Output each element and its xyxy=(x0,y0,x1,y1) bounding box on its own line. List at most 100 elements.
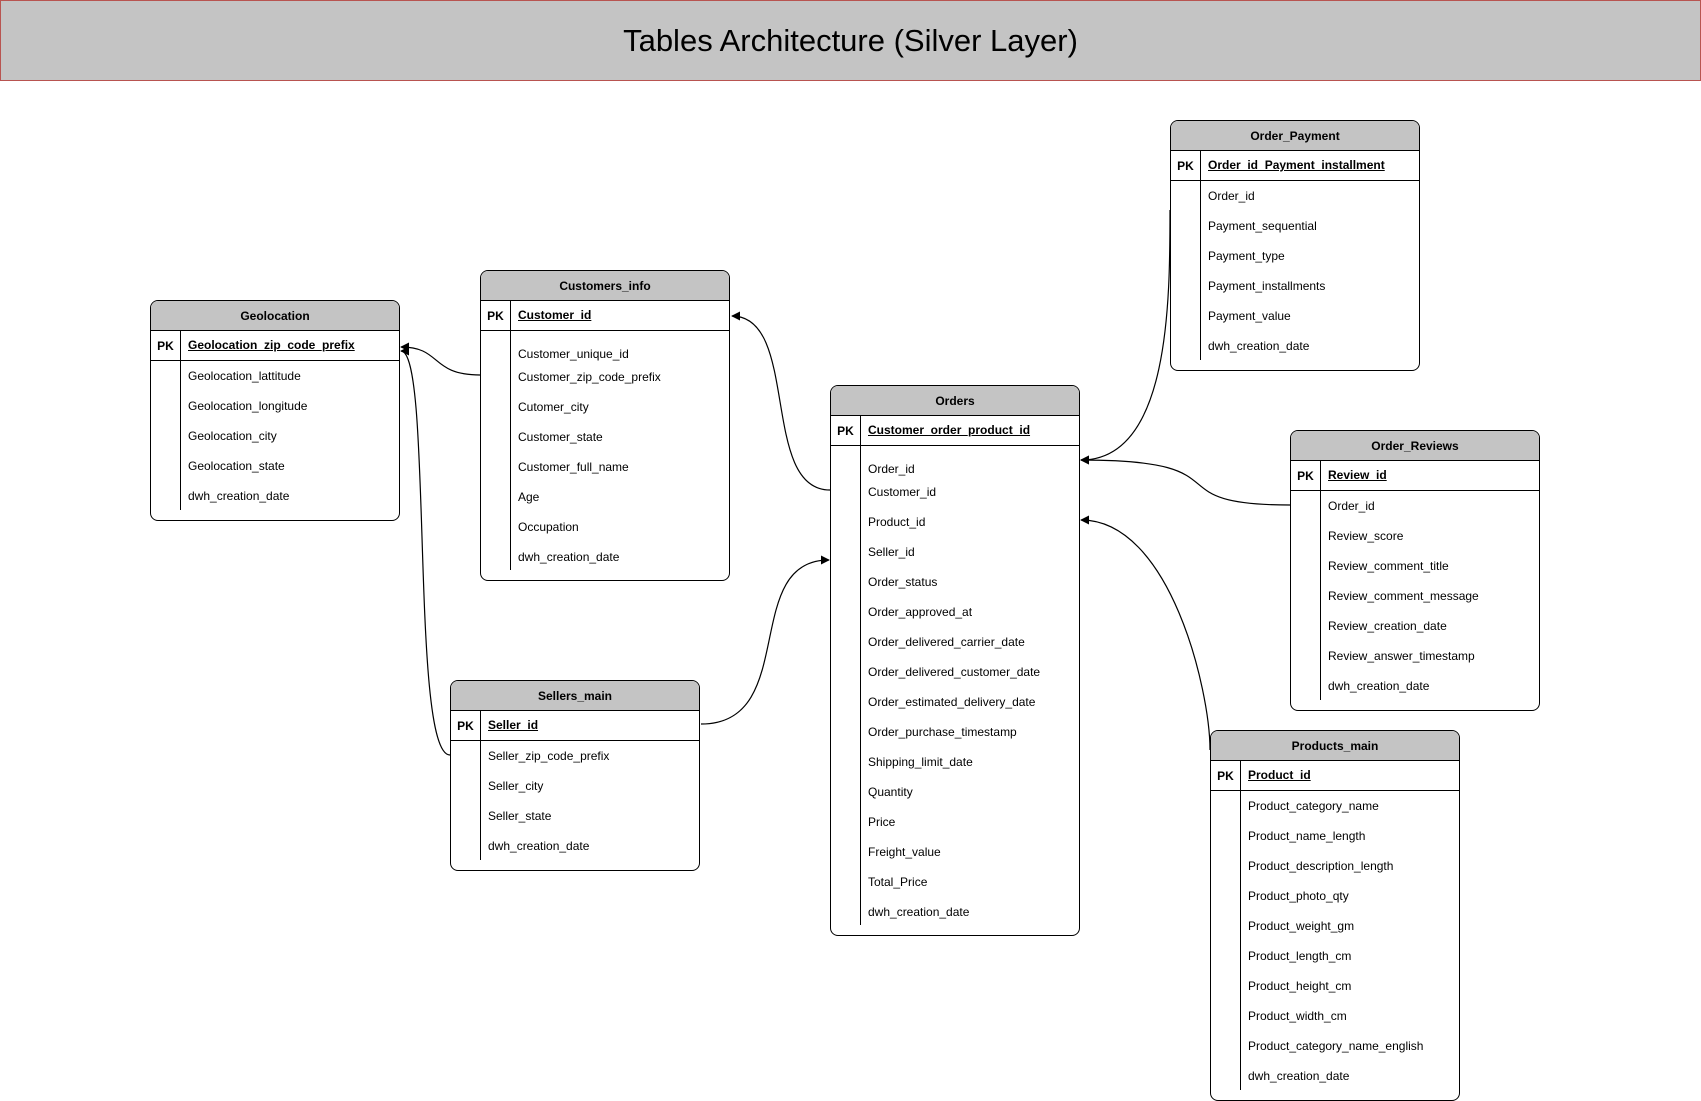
field: Customer_zip_code_prefix xyxy=(518,370,661,384)
table-order-reviews[interactable]: Order_Reviews PK Review_id Order_id Revi… xyxy=(1290,430,1540,711)
pk-label: PK xyxy=(831,416,861,445)
field: Product_photo_qty xyxy=(1248,889,1349,903)
field: Order_estimated_delivery_date xyxy=(868,695,1036,709)
diagram-title-bar: Tables Architecture (Silver Layer) xyxy=(0,0,1701,81)
field: Order_id xyxy=(868,462,915,476)
table-products-main[interactable]: Products_main PK Product_id Product_cate… xyxy=(1210,730,1460,1101)
primary-key-row: PK Geolocation_zip_code_prefix xyxy=(151,331,399,361)
primary-key-row: PK Customer_order_product_id xyxy=(831,416,1079,446)
field: dwh_creation_date xyxy=(488,839,590,853)
field: Seller_city xyxy=(488,779,544,793)
field: Payment_sequential xyxy=(1208,219,1317,233)
field: dwh_creation_date xyxy=(1208,339,1310,353)
field: Customer_unique_id xyxy=(518,347,629,361)
table-header: Order_Payment xyxy=(1171,121,1419,151)
field: Payment_value xyxy=(1208,309,1291,323)
field-list: Seller_zip_code_prefix Seller_city Selle… xyxy=(451,741,699,870)
pk-field: Customer_id xyxy=(518,308,592,322)
field-list: Product_category_name Product_name_lengt… xyxy=(1211,791,1459,1100)
field: Customer_state xyxy=(518,430,603,444)
table-sellers-main[interactable]: Sellers_main PK Seller_id Seller_zip_cod… xyxy=(450,680,700,871)
field: Quantity xyxy=(868,785,913,799)
field: Review_creation_date xyxy=(1328,619,1447,633)
pk-field: Review_id xyxy=(1328,468,1387,482)
field: Geolocation_longitude xyxy=(188,399,308,413)
field: Review_comment_title xyxy=(1328,559,1449,573)
field: Geolocation_lattitude xyxy=(188,369,301,383)
pk-field: Geolocation_zip_code_prefix xyxy=(188,338,355,352)
table-header: Order_Reviews xyxy=(1291,431,1539,461)
field: Order_id xyxy=(1208,189,1255,203)
field: Payment_type xyxy=(1208,249,1285,263)
field-list: Geolocation_lattitude Geolocation_longit… xyxy=(151,361,399,520)
field: Order_purchase_timestamp xyxy=(868,725,1017,739)
pk-label: PK xyxy=(451,711,481,740)
field: Product_category_name_english xyxy=(1248,1039,1424,1053)
field: Product_category_name xyxy=(1248,799,1379,813)
field: Customer_id xyxy=(868,485,937,499)
diagram-title: Tables Architecture (Silver Layer) xyxy=(623,22,1078,58)
field: Price xyxy=(868,815,896,829)
link-payment-to-orders xyxy=(1080,209,1171,465)
field-list: Customer_unique_id Customer_zip_code_pre… xyxy=(481,331,729,580)
pk-label: PK xyxy=(1291,461,1321,490)
field: Order_status xyxy=(868,575,938,589)
field: Shipping_limit_date xyxy=(868,755,973,769)
table-orders[interactable]: Orders PK Customer_order_product_id Orde… xyxy=(830,385,1080,936)
primary-key-row: PK Order_id_Payment_installment xyxy=(1171,151,1419,181)
field: Product_name_length xyxy=(1248,829,1366,843)
field: Review_answer_timestamp xyxy=(1328,649,1475,663)
field: Freight_value xyxy=(868,845,941,859)
field: Product_length_cm xyxy=(1248,949,1352,963)
field: Geolocation_state xyxy=(188,459,285,473)
link-sellers-to-geolocation xyxy=(400,346,451,756)
field: dwh_creation_date xyxy=(518,550,620,564)
field: Order_id xyxy=(1328,499,1375,513)
field: Product_height_cm xyxy=(1248,979,1352,993)
pk-label: PK xyxy=(1211,761,1241,790)
primary-key-row: PK Customer_id xyxy=(481,301,729,331)
field: dwh_creation_date xyxy=(868,905,970,919)
field: dwh_creation_date xyxy=(1248,1069,1350,1083)
pk-label: PK xyxy=(151,331,181,360)
pk-field: Seller_id xyxy=(488,718,539,732)
primary-key-row: PK Seller_id xyxy=(451,711,699,741)
table-header: Customers_info xyxy=(481,271,729,301)
table-header: Orders xyxy=(831,386,1079,416)
field: Occupation xyxy=(518,520,579,534)
table-geolocation[interactable]: Geolocation PK Geolocation_zip_code_pref… xyxy=(150,300,400,521)
field: Product_description_length xyxy=(1248,859,1394,873)
field: Review_score xyxy=(1328,529,1404,543)
link-products-to-orders xyxy=(1080,515,1211,751)
field: Product_width_cm xyxy=(1248,1009,1347,1023)
field: Seller_id xyxy=(868,545,915,559)
field: Order_delivered_customer_date xyxy=(868,665,1041,679)
table-order-payment[interactable]: Order_Payment PK Order_id_Payment_instal… xyxy=(1170,120,1420,371)
link-reviews-to-orders xyxy=(1080,455,1291,506)
primary-key-row: PK Product_id xyxy=(1211,761,1459,791)
pk-field: Order_id_Payment_installment xyxy=(1208,158,1385,172)
link-sellers-to-orders xyxy=(700,555,830,725)
table-header: Geolocation xyxy=(151,301,399,331)
pk-label: PK xyxy=(481,301,511,330)
field: Product_id xyxy=(868,515,926,529)
field: Order_approved_at xyxy=(868,605,973,619)
field: Seller_state xyxy=(488,809,552,823)
field: Seller_zip_code_prefix xyxy=(488,749,610,763)
field: Total_Price xyxy=(868,875,928,889)
link-orders-to-customers xyxy=(731,311,831,491)
field: Payment_installments xyxy=(1208,279,1326,293)
primary-key-row: PK Review_id xyxy=(1291,461,1539,491)
pk-label: PK xyxy=(1171,151,1201,180)
field-list: Order_id Customer_id Product_id Seller_i… xyxy=(831,446,1079,935)
field: Geolocation_city xyxy=(188,429,277,443)
field: dwh_creation_date xyxy=(188,489,290,503)
field: dwh_creation_date xyxy=(1328,679,1430,693)
table-header: Products_main xyxy=(1211,731,1459,761)
field: Age xyxy=(518,490,540,504)
table-customers-info[interactable]: Customers_info PK Customer_id Customer_u… xyxy=(480,270,730,581)
field: Review_comment_message xyxy=(1328,589,1479,603)
field-list: Order_id Payment_sequential Payment_type… xyxy=(1171,181,1419,370)
pk-field: Customer_order_product_id xyxy=(868,423,1031,437)
field: Product_weight_gm xyxy=(1248,919,1355,933)
